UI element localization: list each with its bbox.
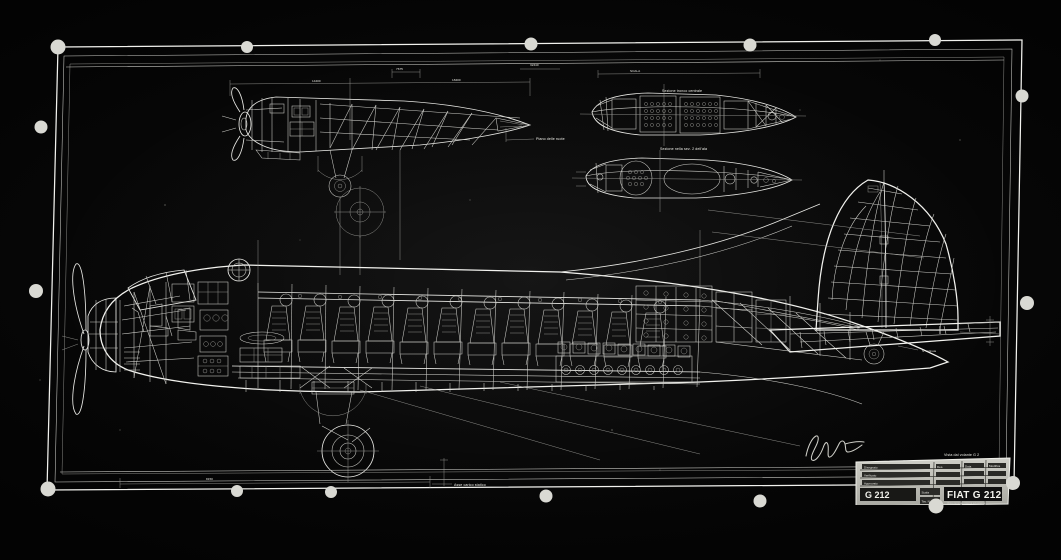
- signature: [805, 435, 865, 461]
- title-block-field-2-label: Approvato: [864, 482, 878, 486]
- chart-caption-label: Vista dal volante G 2: [944, 453, 979, 457]
- dim-right-label: 18400: [452, 78, 461, 82]
- board-pins: [29, 34, 1034, 514]
- passenger-seats: [263, 293, 667, 369]
- wing-section-outer: Sezione nella sez. 2 dell'ala: [571, 147, 803, 212]
- static-load-axis-label: Asse carico statico: [454, 483, 486, 487]
- dim-small-top-label: 7675: [396, 67, 403, 71]
- title-block-header-2: Modifica: [989, 464, 1001, 468]
- dim-left-label: 14400: [312, 79, 321, 83]
- title-block: Disegnato Verificato Approvato Des. Data…: [855, 457, 1011, 505]
- vertical-tail-fin: [815, 170, 959, 331]
- wing-section-center: Sezione tronco centrale: [579, 84, 807, 146]
- title-block-subtitle: Vista generale interna ed esterna: [947, 501, 986, 505]
- title-block-drawing-code: G 212: [865, 490, 890, 500]
- fuselage-cutaway-side-view: N. ordinata: [61, 170, 1001, 482]
- cockpit-structure: [119, 281, 229, 385]
- engine-nacelle-side-view: Piano delle ruote: [221, 87, 565, 275]
- main-landing-gear: [299, 381, 379, 482]
- title-block-field-0-label: Disegnato: [864, 466, 878, 470]
- scale-label: SCALA: [630, 69, 641, 73]
- sheet-border: [46, 39, 1023, 491]
- title-block-main-title: FIAT G 212: [947, 490, 1002, 501]
- rear-bay-structure: [635, 285, 787, 343]
- title-block-field-3-label: Scala: [922, 491, 930, 495]
- wing-section-outer-label: Sezione nella sez. 2 dell'ala: [660, 147, 707, 151]
- title-block-field-1-label: Verificato: [864, 474, 877, 478]
- dim-bottom-left-label: 8150: [206, 477, 213, 481]
- tail-wheel: [863, 331, 885, 365]
- wing-section-center-label: Sezione tronco centrale: [662, 89, 702, 93]
- top-dimension-lines: 14400 18400 7675 32440 SCALA: [65, 59, 1005, 140]
- top-center-dimension-label: 32440: [530, 63, 539, 67]
- title-block-header-1: Data: [965, 465, 972, 469]
- wheel-plane-label: Piano delle ruote: [536, 137, 565, 141]
- tail-note-label: N. ordinata: [922, 349, 937, 353]
- title-block-header-0: Des.: [937, 465, 943, 469]
